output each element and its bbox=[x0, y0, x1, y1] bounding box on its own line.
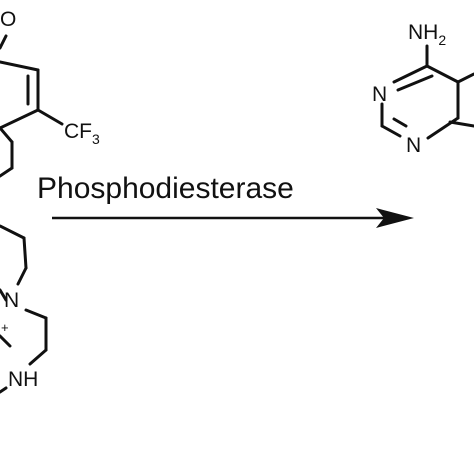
reaction-arrow bbox=[52, 208, 414, 228]
ring-nitrogen-top-label: N bbox=[372, 83, 387, 106]
bond bbox=[0, 60, 40, 72]
arrow-head bbox=[376, 208, 414, 228]
bond bbox=[0, 334, 12, 348]
bond bbox=[36, 108, 64, 126]
bond bbox=[22, 236, 28, 270]
arrow-label: Phosphodiesterase bbox=[37, 172, 294, 205]
bond bbox=[448, 120, 474, 128]
bond bbox=[0, 288, 8, 302]
bond bbox=[28, 348, 48, 366]
bond bbox=[396, 74, 434, 92]
bond bbox=[392, 64, 429, 84]
bond bbox=[426, 116, 460, 140]
bond bbox=[0, 126, 14, 144]
bond bbox=[392, 117, 408, 128]
ring-nitrogen-label: N bbox=[4, 289, 19, 312]
oxygen-atom-label: O bbox=[0, 8, 16, 31]
bond bbox=[0, 386, 8, 394]
substrate-molecule: O CF3 N + NH bbox=[0, 8, 100, 394]
amine-group-label: NH2 bbox=[408, 21, 446, 48]
bond bbox=[0, 34, 8, 50]
bond bbox=[16, 266, 28, 286]
product-molecule: NH2 N N bbox=[372, 21, 474, 157]
bond bbox=[456, 72, 474, 84]
ring-nitrogen-bottom-label: N bbox=[406, 134, 421, 157]
cf3-group-label: CF3 bbox=[64, 120, 100, 147]
nh-group-label: NH bbox=[8, 368, 38, 391]
bond bbox=[0, 166, 14, 178]
bond bbox=[0, 108, 40, 130]
bond bbox=[425, 64, 460, 84]
bond bbox=[0, 224, 26, 240]
bond bbox=[24, 308, 48, 320]
positive-charge-label: + bbox=[1, 320, 9, 335]
bond bbox=[380, 124, 402, 138]
